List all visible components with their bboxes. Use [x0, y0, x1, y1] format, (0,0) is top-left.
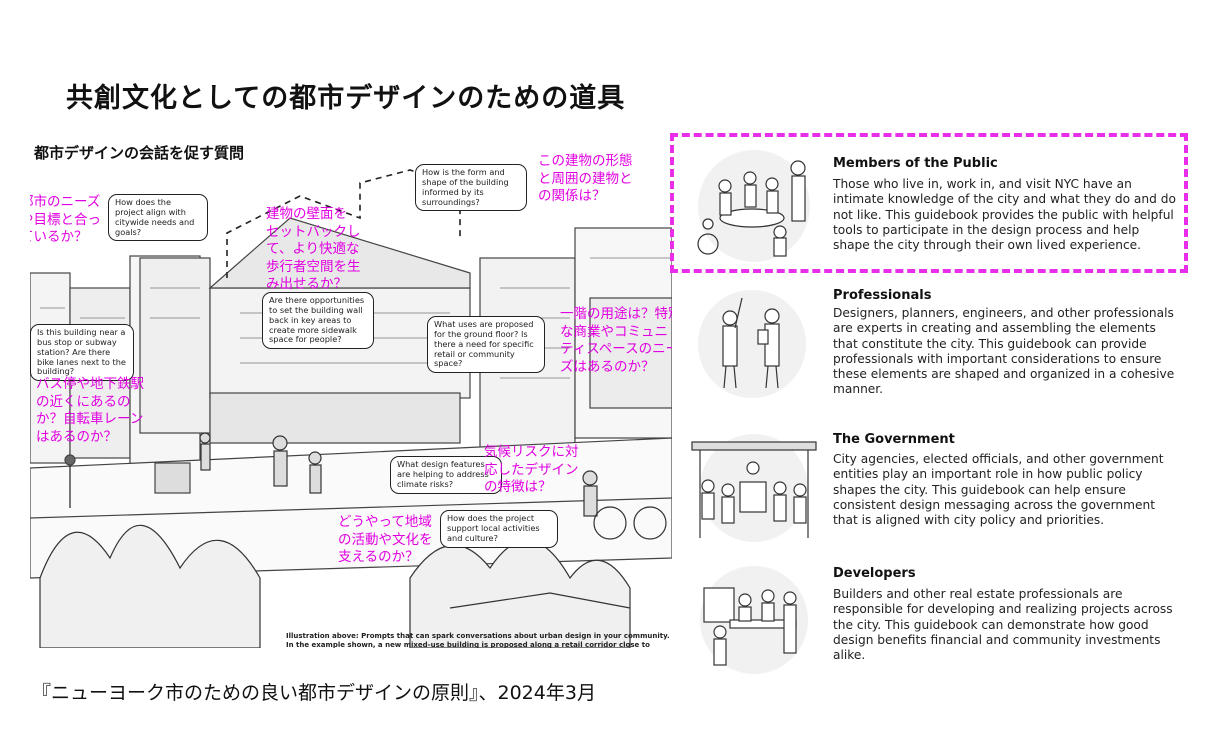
stakeholder-description: Designers, planners, engineers, and othe…	[833, 306, 1175, 397]
question-bubble-culture: How does the project support local activ…	[440, 510, 558, 548]
street-scene-drawing	[30, 169, 672, 648]
stakeholder-name: Developers	[833, 566, 916, 581]
professionals-icon	[698, 290, 806, 398]
stakeholder-description: Those who live in, work in, and visit NY…	[833, 177, 1176, 252]
stakeholder-the-government: The Government City agencies, elected of…	[690, 428, 1200, 546]
annotation-citywide-goals: 都市のニーズ や目標と合っ ているか？	[30, 194, 101, 246]
urban-design-illustration: 都市デザインの会話を促す質問 How does the project alig…	[30, 138, 672, 648]
annotation-transit: バス停や地下鉄駅 の近くにあるの か？自転車レーン はあるのか？	[36, 376, 144, 445]
developers-plans-icon	[700, 566, 808, 674]
illustration-note: Illustration above: Prompts that can spa…	[286, 632, 670, 648]
stakeholder-developers: Developers Builders and other real estat…	[690, 562, 1200, 678]
people-around-table-icon	[697, 150, 810, 262]
stakeholder-name: Professionals	[833, 288, 932, 303]
highlight-box	[670, 133, 1188, 273]
question-bubble-transit: Is this building near a bus stop or subw…	[30, 324, 134, 382]
annotation-setback: 建物の壁面を セットバックし て、より快適な 歩行者空間を生 み出せるか？	[266, 206, 361, 293]
stakeholder-description: Builders and other real estate professio…	[833, 587, 1173, 662]
annotation-form-shape: この建物の形態 と周囲の建物と の関係は？	[538, 153, 633, 205]
question-bubble-form-shape: How is the form and shape of the buildin…	[415, 164, 527, 212]
annotation-ground-floor: 一階の用途は？特別 な商業やコミュニ ティスペースのニー ズはあるのか？	[560, 306, 672, 375]
question-bubble-citywide-goals: How does the project align with citywide…	[108, 194, 208, 242]
annotation-culture: どうやって地域 の活動や文化を 支えるのか？	[338, 514, 433, 566]
source-caption: 『ニューヨーク市のための良い都市デザインの原則』、2024年3月	[32, 682, 596, 704]
question-bubble-climate: What design features are helping to addr…	[390, 456, 502, 494]
question-bubble-ground-floor: What uses are proposed for the ground fl…	[427, 316, 545, 374]
stakeholder-name: Members of the Public	[833, 156, 998, 171]
illustration-heading: 都市デザインの会話を促す質問	[34, 144, 245, 162]
question-bubble-setback: Are there opportunities to set the build…	[262, 292, 374, 350]
annotation-climate: 気候リスクに対 応したデザイン の特徴は？	[484, 444, 579, 496]
stakeholder-description: City agencies, elected officials, and ot…	[833, 452, 1164, 527]
government-podium-icon	[691, 434, 817, 542]
stakeholder-members-of-the-public: Members of the Public Those who live in,…	[690, 146, 1200, 266]
slide-title: 共創文化としての都市デザインのための道具	[66, 83, 626, 114]
stakeholder-professionals: Professionals Designers, planners, engin…	[690, 284, 1200, 402]
stakeholder-name: The Government	[833, 432, 955, 447]
